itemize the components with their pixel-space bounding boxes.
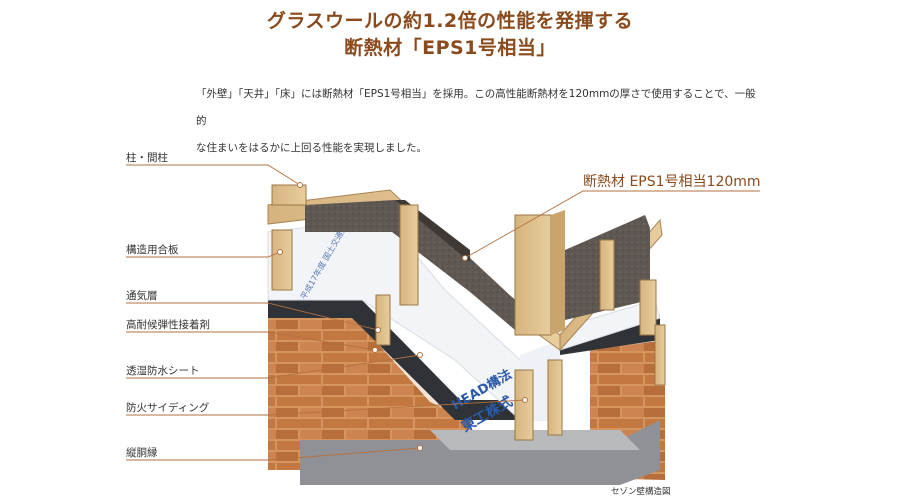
label-ventilation-layer: 通気層	[126, 290, 158, 302]
leader-insulation	[464, 190, 760, 259]
label-furring-strip: 縦胴縁	[126, 447, 158, 459]
heading-line-2: 断熱材「EPS1号相当」	[344, 37, 556, 59]
figure-caption: セゾン壁構造図	[611, 487, 671, 497]
base-flashing	[300, 420, 660, 485]
leader-furring	[126, 447, 421, 461]
leader-dots	[277, 182, 528, 451]
intro-line-1: 「外壁」「天井」「床」には断熱材「EPS1号相当」を採用。この高性能断熱材を12…	[196, 88, 756, 127]
leader-plywood	[126, 251, 281, 258]
label-moisture-sheet: 透湿防水シート	[126, 365, 200, 377]
label-pillar: 柱・間柱	[126, 152, 168, 164]
leader-vent	[126, 302, 379, 331]
stud-posts	[271, 184, 666, 441]
insulation-callout: 断熱材 EPS1号相当120mm	[583, 174, 761, 190]
heading-line-1: グラスウールの約1.2倍の性能を発揮する	[266, 10, 634, 32]
leader-lines	[126, 164, 760, 461]
intro-paragraph: 「外壁」「天井」「床」には断熱材「EPS1号相当」を採用。この高性能断熱材を12…	[196, 81, 756, 162]
leader-pillar	[126, 164, 301, 186]
intro-line-2: な住まいをはるかに上回る性能を実現しました。	[196, 142, 427, 154]
label-fire-siding: 防火サイディング	[126, 402, 210, 414]
label-adhesive: 高耐候弾性接着剤	[126, 319, 210, 331]
leader-siding	[126, 399, 526, 416]
leader-adhesive	[126, 331, 376, 351]
leader-membrane	[126, 354, 421, 379]
label-structural-plywood: 構造用合板	[126, 244, 179, 256]
